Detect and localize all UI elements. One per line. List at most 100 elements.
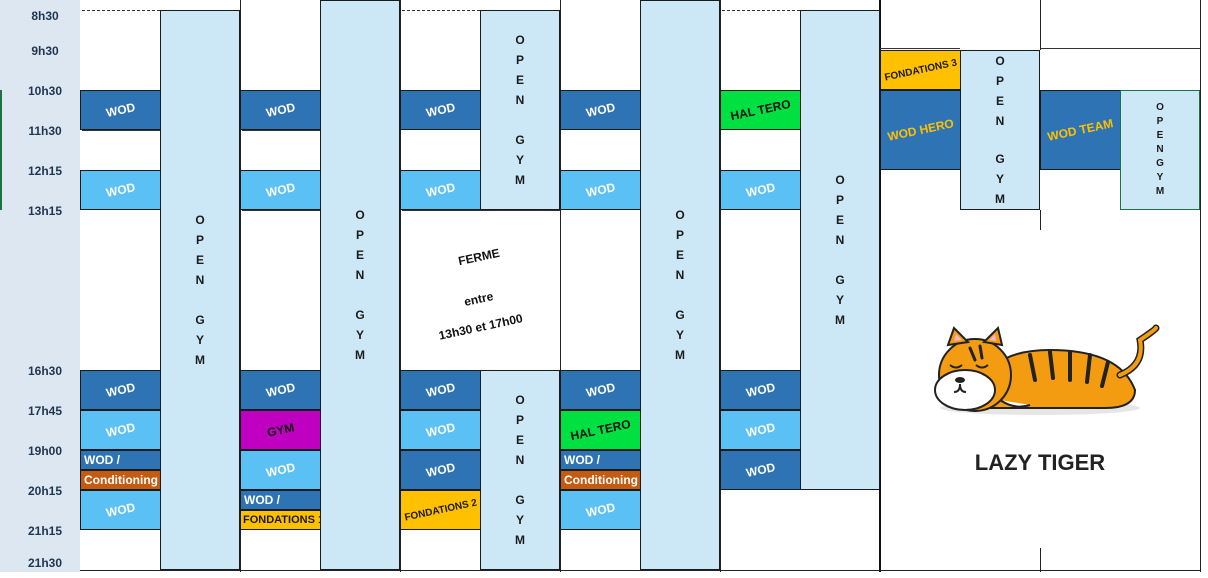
og-letter: N [1156, 144, 1164, 155]
block-label: WOD [584, 100, 617, 120]
og-letter: Y [515, 513, 524, 527]
og-letter: E [515, 433, 524, 447]
block-label: WOD [264, 100, 297, 120]
og-letter: E [835, 213, 844, 227]
wod-block[interactable]: WOD [400, 370, 481, 410]
wod-conditioning-bottom[interactable]: Conditioning [80, 470, 161, 490]
og-letter: P [355, 228, 364, 242]
time-label: 19h00 [27, 444, 63, 458]
og-letter: M [1155, 186, 1165, 197]
wod-team-block[interactable]: WOD TEAM [1040, 90, 1121, 170]
time-gutter [0, 0, 80, 572]
time-label: 11h30 [28, 124, 62, 138]
time-label: 21h30 [27, 556, 63, 570]
block-label: WOD [744, 180, 777, 200]
time-label: 8h30 [31, 9, 59, 23]
haltero-block[interactable]: HAL TERO [720, 90, 801, 130]
wod-block[interactable]: WOD [560, 370, 641, 410]
og-letter: Y [355, 328, 364, 342]
og-letter: G [675, 308, 685, 322]
wod-block[interactable]: WOD [560, 170, 641, 210]
block-label: WOD [744, 380, 777, 400]
block-label: WOD [584, 180, 617, 200]
og-letter: M [515, 173, 525, 187]
block-label: WOD / [84, 453, 120, 467]
time-label: 17h45 [27, 404, 63, 418]
wod-block[interactable]: WOD [400, 90, 481, 130]
wod-block[interactable]: WOD [80, 90, 161, 130]
wod-conditioning-bottom[interactable]: Conditioning [560, 470, 641, 490]
wod-block[interactable]: WOD [720, 410, 801, 450]
wod-block[interactable]: WOD [240, 90, 321, 130]
grid-line [242, 210, 320, 211]
og-letter: Y [515, 153, 524, 167]
og-letter: N [515, 93, 525, 107]
wod-block[interactable]: WOD [400, 170, 481, 210]
block-label: WOD [104, 100, 137, 120]
wod-fondations-bottom[interactable]: FONDATIONS 1 [240, 510, 321, 530]
closed-note-between: entre [462, 289, 495, 309]
og-letter: N [995, 114, 1005, 128]
wod-block[interactable]: WOD [720, 170, 801, 210]
wod-block[interactable]: WOD [240, 370, 321, 410]
closed-note-hours: 13h30 et 17h00 [437, 311, 524, 343]
haltero-block[interactable]: HAL TERO [560, 410, 641, 450]
og-letter: N [195, 273, 205, 287]
og-letter: O [195, 213, 205, 227]
grid-line [1200, 0, 1201, 572]
time-label: 21h15 [27, 524, 63, 538]
og-letter: M [195, 353, 205, 367]
wod-hero-block[interactable]: WOD HERO [880, 90, 961, 170]
grid-line [80, 570, 1200, 571]
grid-line [1040, 548, 1041, 572]
selection-edge [0, 90, 2, 210]
wod-block[interactable]: WOD [80, 490, 161, 530]
og-letter: G [995, 152, 1005, 166]
wod-block[interactable]: WOD [720, 370, 801, 410]
block-label: WOD [104, 380, 137, 400]
wod-fondations-top[interactable]: WOD / [240, 490, 321, 510]
wod-block[interactable]: WOD [400, 450, 481, 490]
block-label: WOD [264, 460, 297, 480]
wod-conditioning-top[interactable]: WOD / [80, 450, 161, 470]
og-letter: O [675, 208, 685, 222]
wod-block[interactable]: WOD [80, 370, 161, 410]
og-letter: P [675, 228, 684, 242]
og-letter: G [835, 273, 845, 287]
grid-line [720, 0, 721, 572]
wod-block[interactable]: WOD [240, 450, 321, 490]
og-letter: N [355, 268, 365, 282]
fondations-block[interactable]: FONDATIONS 2 [400, 490, 481, 530]
block-label: WOD HERO [886, 116, 955, 144]
wod-block[interactable]: WOD [720, 450, 801, 490]
fondations-block[interactable]: FONDATIONS 3 [880, 50, 961, 90]
block-label: WOD / [564, 453, 600, 467]
sleeping-tiger-icon [934, 324, 1160, 415]
grid-line [402, 210, 560, 211]
grid-line [1040, 0, 1041, 50]
block-label: HAL TERO [569, 416, 632, 444]
block-label: WOD [424, 460, 457, 480]
wod-block[interactable]: WOD [560, 90, 641, 130]
wod-block[interactable]: WOD [240, 170, 321, 210]
grid-line [880, 48, 960, 49]
og-letter: Y [675, 328, 684, 342]
block-label: WOD [264, 180, 297, 200]
block-label: WOD [424, 100, 457, 120]
wod-block[interactable]: WOD [560, 490, 641, 530]
wod-conditioning-top[interactable]: WOD / [560, 450, 641, 470]
og-letter: O [515, 33, 525, 47]
wod-block[interactable]: WOD [80, 170, 161, 210]
wod-block[interactable]: WOD [400, 410, 481, 450]
og-letter: N [675, 268, 685, 282]
wod-block[interactable]: WOD [80, 410, 161, 450]
gym-block[interactable]: GYM [240, 410, 321, 450]
